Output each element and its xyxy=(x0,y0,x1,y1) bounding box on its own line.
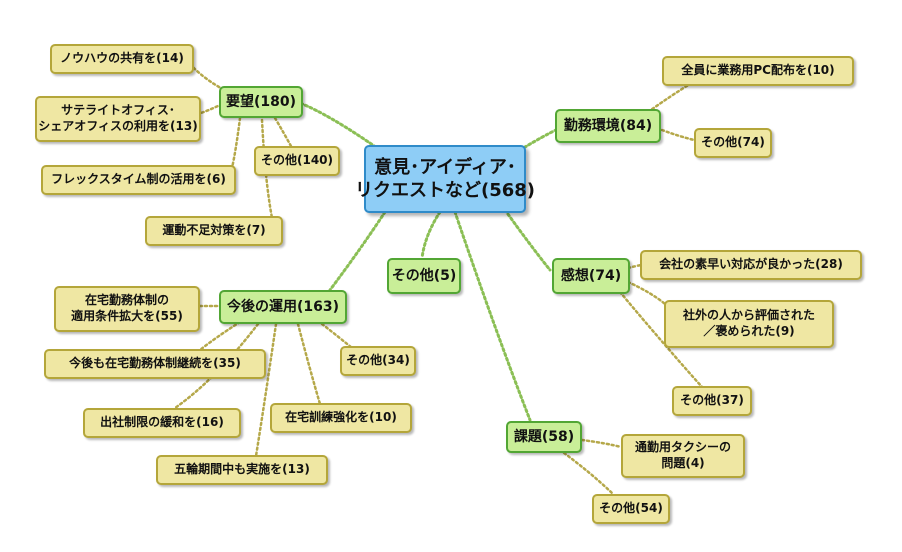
link-unyou-other xyxy=(320,322,354,350)
leaf-kansou-other: その他(37) xyxy=(672,386,752,416)
link-kinmu-pc xyxy=(646,82,692,114)
leaf-youbou-other: その他(140) xyxy=(254,146,340,176)
leaf-kinmu-other: その他(74) xyxy=(694,128,772,158)
branch-kansou: 感想(74) xyxy=(552,258,630,294)
leaf-taxi-line1: 通勤用タクシーの xyxy=(634,440,731,455)
link-root-kadai xyxy=(453,210,532,422)
link-root-unyou xyxy=(328,210,387,292)
leaf-kaisha: 会社の素早い対応が良かった(28) xyxy=(640,250,862,280)
leaf-kadai-other: その他(54) xyxy=(592,494,670,524)
link-root-kansou xyxy=(503,208,552,272)
leaf-kunren: 在宅訓練強化を(10) xyxy=(270,403,412,433)
leaf-pc: 全員に業務用PC配布を(10) xyxy=(662,56,854,86)
link-youbou-flex xyxy=(230,116,242,170)
leaf-satellite-line1: サテライトオフィス･ xyxy=(61,103,175,118)
leaf-satellite-line2: シェアオフィスの利用を(13) xyxy=(38,119,198,133)
leaf-tekiyou-line2: 適用条件拡大を(55) xyxy=(71,309,183,323)
link-root-kinmu xyxy=(518,126,562,152)
branch-unyou: 今後の運用(163) xyxy=(219,290,347,324)
branch-kadai: 課題(58) xyxy=(506,421,582,453)
leaf-shusha: 出社制限の緩和を(16) xyxy=(83,408,241,438)
link-kadai-taxi xyxy=(580,438,623,449)
link-kinmu-other xyxy=(660,128,696,142)
link-root-sonota xyxy=(420,210,442,260)
leaf-shagai-line2: ／褒められた(9) xyxy=(703,324,795,338)
leaf-taxi-line2: 問題(4) xyxy=(661,456,705,470)
leaf-gorin: 五輪期間中も実施を(13) xyxy=(156,455,328,485)
root-line1: 意見･アイディア･ xyxy=(374,156,516,178)
link-unyou-gorin xyxy=(254,322,278,458)
link-unyou-kunren xyxy=(296,322,322,406)
link-kansou-other xyxy=(618,290,704,389)
branch-sonota: その他(5) xyxy=(387,258,461,294)
branch-youbou: 要望(180) xyxy=(219,86,303,118)
leaf-unyou-other: その他(34) xyxy=(340,346,416,376)
link-unyou-keizoku xyxy=(198,320,242,352)
link-youbou-other xyxy=(273,116,294,150)
leaf-flex: フレックスタイム制の活用を(6) xyxy=(41,165,236,195)
root-node: 意見･アイディア･ リクエストなど(568) xyxy=(355,145,535,213)
root-line2: リクエストなど(568) xyxy=(354,180,536,201)
link-kansou-shagai xyxy=(626,280,667,306)
leaf-knowhow: ノウハウの共有を(14) xyxy=(50,44,194,74)
leaf-tekiyou: 在宅勤務体制の 適用条件拡大を(55) xyxy=(54,286,200,332)
leaf-satellite: サテライトオフィス･ シェアオフィスの利用を(13) xyxy=(35,96,201,142)
leaf-tekiyou-line1: 在宅勤務体制の xyxy=(84,293,169,308)
leaf-taxi: 通勤用タクシーの 問題(4) xyxy=(621,434,745,478)
link-root-youbou xyxy=(298,101,382,152)
branch-kinmu: 勤務環境(84) xyxy=(555,109,661,143)
leaf-undou: 運動不足対策を(7) xyxy=(145,216,283,246)
leaf-keizoku: 今後も在宅勤務体制継続を(35) xyxy=(44,349,266,379)
leaf-shagai-line1: 社外の人から評価された xyxy=(682,308,815,323)
link-kadai-other xyxy=(558,448,614,495)
leaf-shagai: 社外の人から評価された ／褒められた(9) xyxy=(664,300,834,348)
